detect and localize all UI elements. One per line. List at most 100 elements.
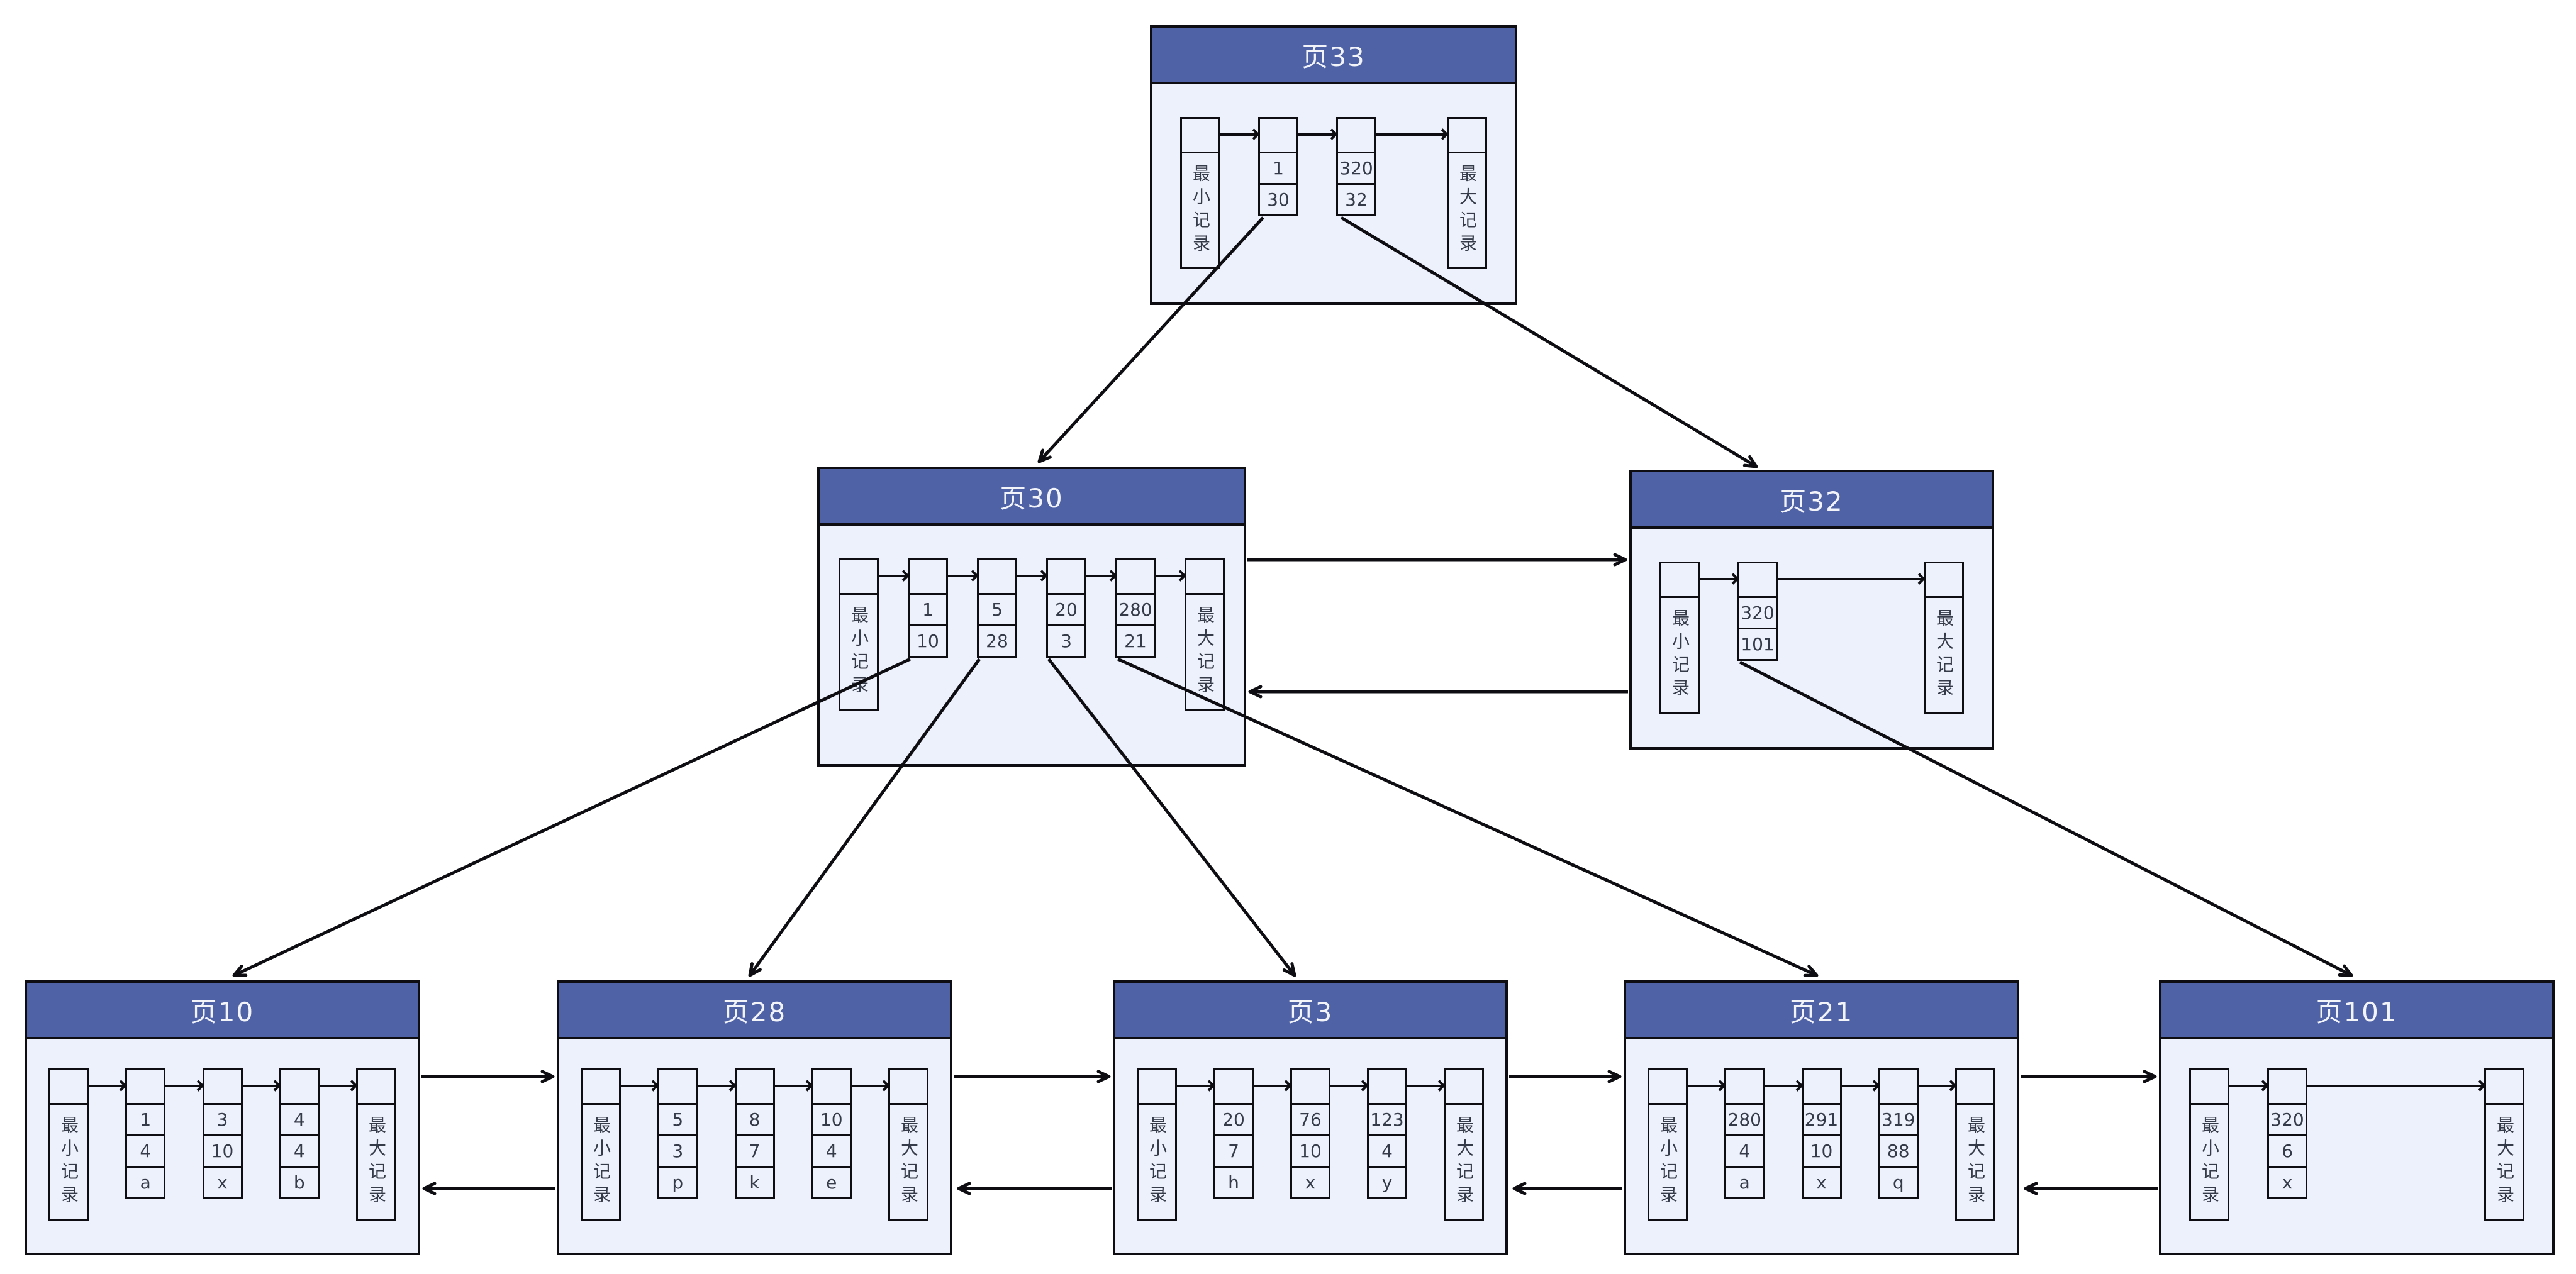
max-record-column: 最大记录 <box>1185 558 1225 711</box>
record-value-cell: 20 <box>1048 593 1084 624</box>
page-title-bar: 页33 <box>1152 28 1515 84</box>
record-value-cell: 30 <box>1260 183 1296 214</box>
min-record-label: 最小记录 <box>1182 152 1218 267</box>
record-link-arrow-icon <box>1841 1068 1880 1103</box>
max-record-column: 最大记录 <box>1444 1068 1484 1221</box>
record-link-arrow-icon <box>1254 1068 1292 1103</box>
record-pointer-cell <box>1369 1070 1405 1103</box>
record-value-cell: 291 <box>1803 1103 1840 1134</box>
edge-page30-to-page10 <box>232 657 912 977</box>
arrow-shaft <box>1841 1084 1878 1087</box>
record-value-cell: 123 <box>1369 1103 1405 1134</box>
record-pointer-cell <box>1726 1070 1763 1103</box>
record-pointer-cell <box>2269 1070 2306 1103</box>
record-link-arrow-icon <box>1407 1068 1446 1103</box>
arrow-shaft <box>2229 1084 2267 1087</box>
max-record-label: 最大记录 <box>1449 152 1485 267</box>
max-record-label: 最大记录 <box>1446 1103 1482 1219</box>
min-record-column: 最小记录 <box>1659 562 1700 714</box>
page-title: 页33 <box>1302 41 1366 72</box>
record-value-cell: 4 <box>1369 1134 1405 1166</box>
record-pointer-cell <box>127 1070 164 1103</box>
record-value-cell: h <box>1215 1166 1252 1197</box>
record-value-cell: x <box>1803 1166 1840 1197</box>
record-value-cell: 4 <box>813 1134 850 1166</box>
record-pointer-cell <box>1182 119 1218 152</box>
arrow-shaft <box>774 1084 811 1087</box>
arrow-shaft <box>1156 574 1184 577</box>
record-link-arrow-icon <box>1778 562 1926 596</box>
record-value-cell: 8 <box>736 1103 773 1134</box>
arrow-shaft <box>242 1084 279 1087</box>
min-record-label: 最小记录 <box>840 593 877 709</box>
arrow-shaft <box>1376 133 1446 136</box>
max-record-label: 最大记录 <box>1186 593 1223 709</box>
record-value-cell: 280 <box>1117 593 1154 624</box>
arrow-shaft <box>1017 574 1045 577</box>
page-title: 页30 <box>1000 482 1064 514</box>
page-title: 页21 <box>1789 996 1854 1028</box>
record-pointer-cell <box>1446 1070 1482 1103</box>
record-pointer-cell <box>50 1070 87 1103</box>
max-record-column: 最大记录 <box>1955 1068 1995 1221</box>
record-link-arrow-icon <box>242 1068 281 1103</box>
record-pointer-cell <box>737 1070 773 1103</box>
page-title: 页28 <box>722 996 787 1028</box>
record-link-arrow-icon <box>1177 1068 1215 1103</box>
record-link-arrow-icon <box>2307 1068 2486 1103</box>
record-value-cell: 320 <box>1739 596 1776 628</box>
min-record-column: 最小记录 <box>2189 1068 2229 1221</box>
record-value-cell: 10 <box>813 1103 850 1134</box>
arrow-shaft <box>1330 1084 1366 1087</box>
record-pointer-cell <box>2191 1070 2228 1103</box>
record-value-cell: 101 <box>1739 628 1776 659</box>
record-pointer-cell <box>1260 119 1296 152</box>
page-title-bar: 页10 <box>27 983 418 1039</box>
record-pointer-cell <box>1804 1070 1840 1103</box>
record-value-cell: 1 <box>1260 152 1296 183</box>
min-record-column: 最小记录 <box>48 1068 89 1221</box>
record-value-cell: k <box>736 1166 773 1197</box>
arrow-shaft <box>1688 1084 1724 1087</box>
arrow-shaft <box>1778 577 1923 580</box>
record-value-cell: 10 <box>910 624 946 656</box>
max-record-column: 最大记录 <box>1447 117 1487 269</box>
arrow-shaft <box>621 1084 657 1087</box>
record-value-cell: 7 <box>1215 1134 1252 1166</box>
record-value-cell: 1 <box>127 1103 164 1134</box>
arrow-shaft <box>1220 133 1257 136</box>
record-value-cell: 3 <box>1048 624 1084 656</box>
arrow-shaft <box>165 1084 202 1087</box>
record-link-arrow-icon <box>1220 117 1260 152</box>
arrow-shaft <box>1177 1084 1213 1087</box>
record-pointer-cell <box>583 1070 619 1103</box>
record-pointer-cell <box>1957 1070 1993 1103</box>
record-pointer-cell <box>1880 1070 1917 1103</box>
max-record-label: 最大记录 <box>1957 1103 1993 1219</box>
record-value-cell: 10 <box>204 1134 241 1166</box>
max-record-label: 最大记录 <box>890 1103 927 1219</box>
record-value-cell: 88 <box>1880 1134 1917 1166</box>
min-record-column: 最小记录 <box>1648 1068 1688 1221</box>
max-record-label: 最大记录 <box>1926 596 1962 712</box>
record-link-arrow-icon <box>319 1068 358 1103</box>
record-value-cell: a <box>1726 1166 1763 1197</box>
record-link-arrow-icon <box>621 1068 659 1103</box>
record-value-cell: 20 <box>1215 1103 1252 1134</box>
record-pointer-cell <box>1661 563 1698 596</box>
record-value-cell: p <box>659 1166 696 1197</box>
